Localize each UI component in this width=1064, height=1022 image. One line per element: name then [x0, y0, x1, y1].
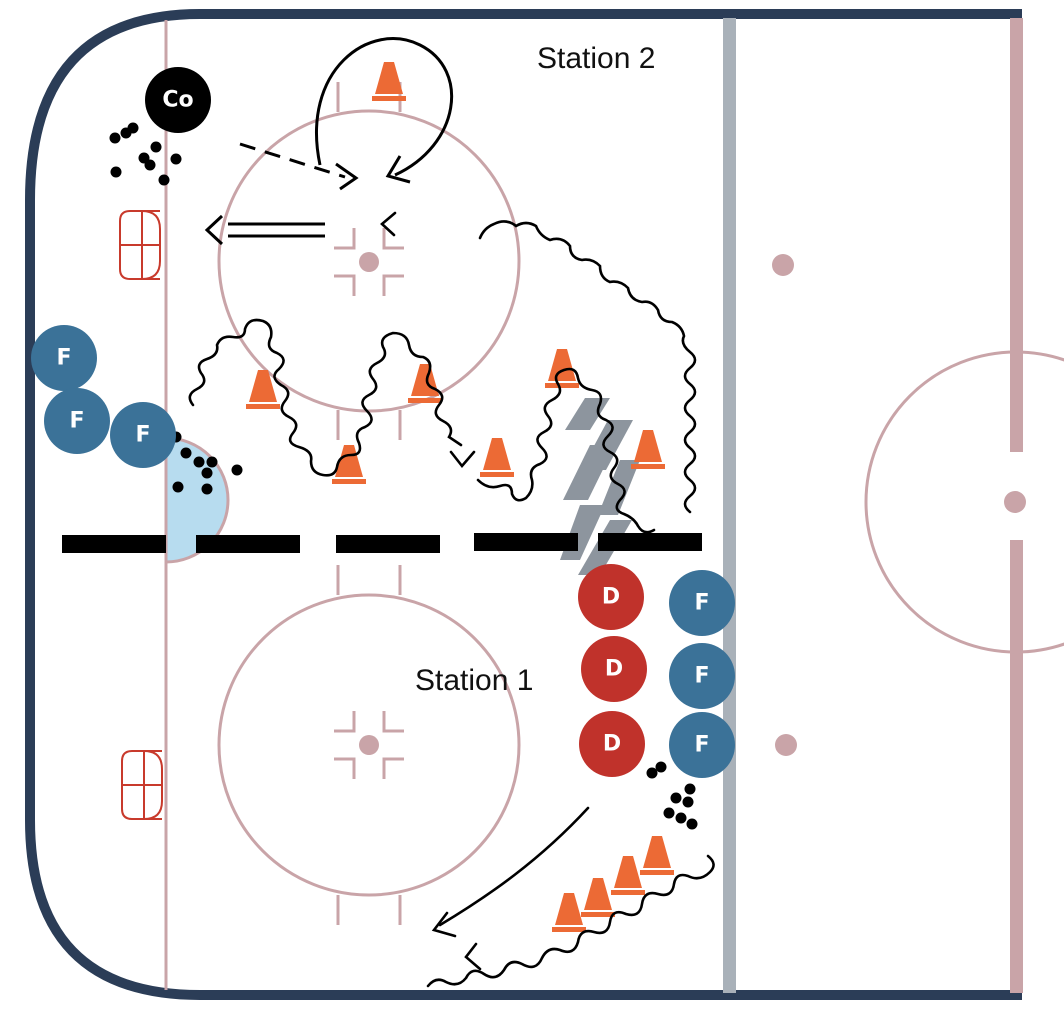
svg-text:F: F [56, 346, 71, 371]
puck-icon [158, 174, 170, 186]
center-dot [1004, 491, 1026, 513]
puck-icon [206, 456, 218, 468]
puck-icon [231, 464, 243, 476]
puck-icon [110, 166, 122, 178]
skate-path-icon [426, 806, 715, 988]
forward-marker: F [110, 402, 176, 468]
puck-icon [127, 122, 139, 134]
puck-icon [675, 812, 687, 824]
svg-text:F: F [69, 409, 84, 434]
forward-marker: F [31, 325, 97, 391]
station-divider [62, 533, 702, 553]
center-circle [864, 350, 1064, 654]
puck-icon [144, 159, 156, 171]
puck-group-crease [170, 431, 243, 495]
svg-text:F: F [694, 733, 709, 758]
puck-icon [170, 153, 182, 165]
puck-icon [682, 796, 694, 808]
neutral-dot-top [772, 254, 794, 276]
svg-text:D: D [602, 585, 620, 610]
puck-group-coach [109, 122, 182, 186]
puck-icon [655, 761, 667, 773]
svg-text:D: D [605, 657, 623, 682]
puck-icon [180, 447, 192, 459]
skate-path-icon [315, 37, 454, 184]
neutral-dot-bottom [775, 734, 797, 756]
blue-line [723, 18, 736, 993]
svg-text:F: F [694, 591, 709, 616]
forward-marker: F [669, 570, 735, 636]
puck-icon [201, 483, 213, 495]
puck-icon [684, 783, 696, 795]
svg-text:Co: Co [162, 88, 193, 113]
puck-icon [686, 818, 698, 830]
svg-text:F: F [694, 664, 709, 689]
forward-marker: F [669, 712, 735, 778]
puck-group-station-1 [646, 761, 698, 830]
puck-icon [670, 792, 682, 804]
puck-icon [646, 767, 658, 779]
puck-icon [663, 807, 675, 819]
puck-icon [109, 132, 121, 144]
defense-marker: D [581, 636, 647, 702]
svg-text:D: D [603, 732, 621, 757]
goal-crease [164, 436, 230, 564]
puck-icon [201, 467, 213, 479]
forward-marker: F [44, 388, 110, 454]
station-2-label: Station 2 [537, 42, 655, 75]
skate-path-icon [188, 211, 697, 534]
shot-arrow-icon [204, 214, 325, 246]
faceoff-circle-top [217, 82, 521, 440]
forward-marker: F [669, 643, 735, 709]
pass-arrow-icon [239, 142, 359, 191]
puck-icon [172, 481, 184, 493]
puck-icon [150, 141, 162, 153]
coach-marker: Co [145, 67, 211, 133]
faceoff-circle-bottom [217, 565, 521, 925]
defense-marker: D [579, 711, 645, 777]
puck-icon [193, 456, 205, 468]
station-1-label: Station 1 [415, 664, 533, 697]
svg-text:F: F [135, 423, 150, 448]
defense-marker: D [578, 564, 644, 630]
